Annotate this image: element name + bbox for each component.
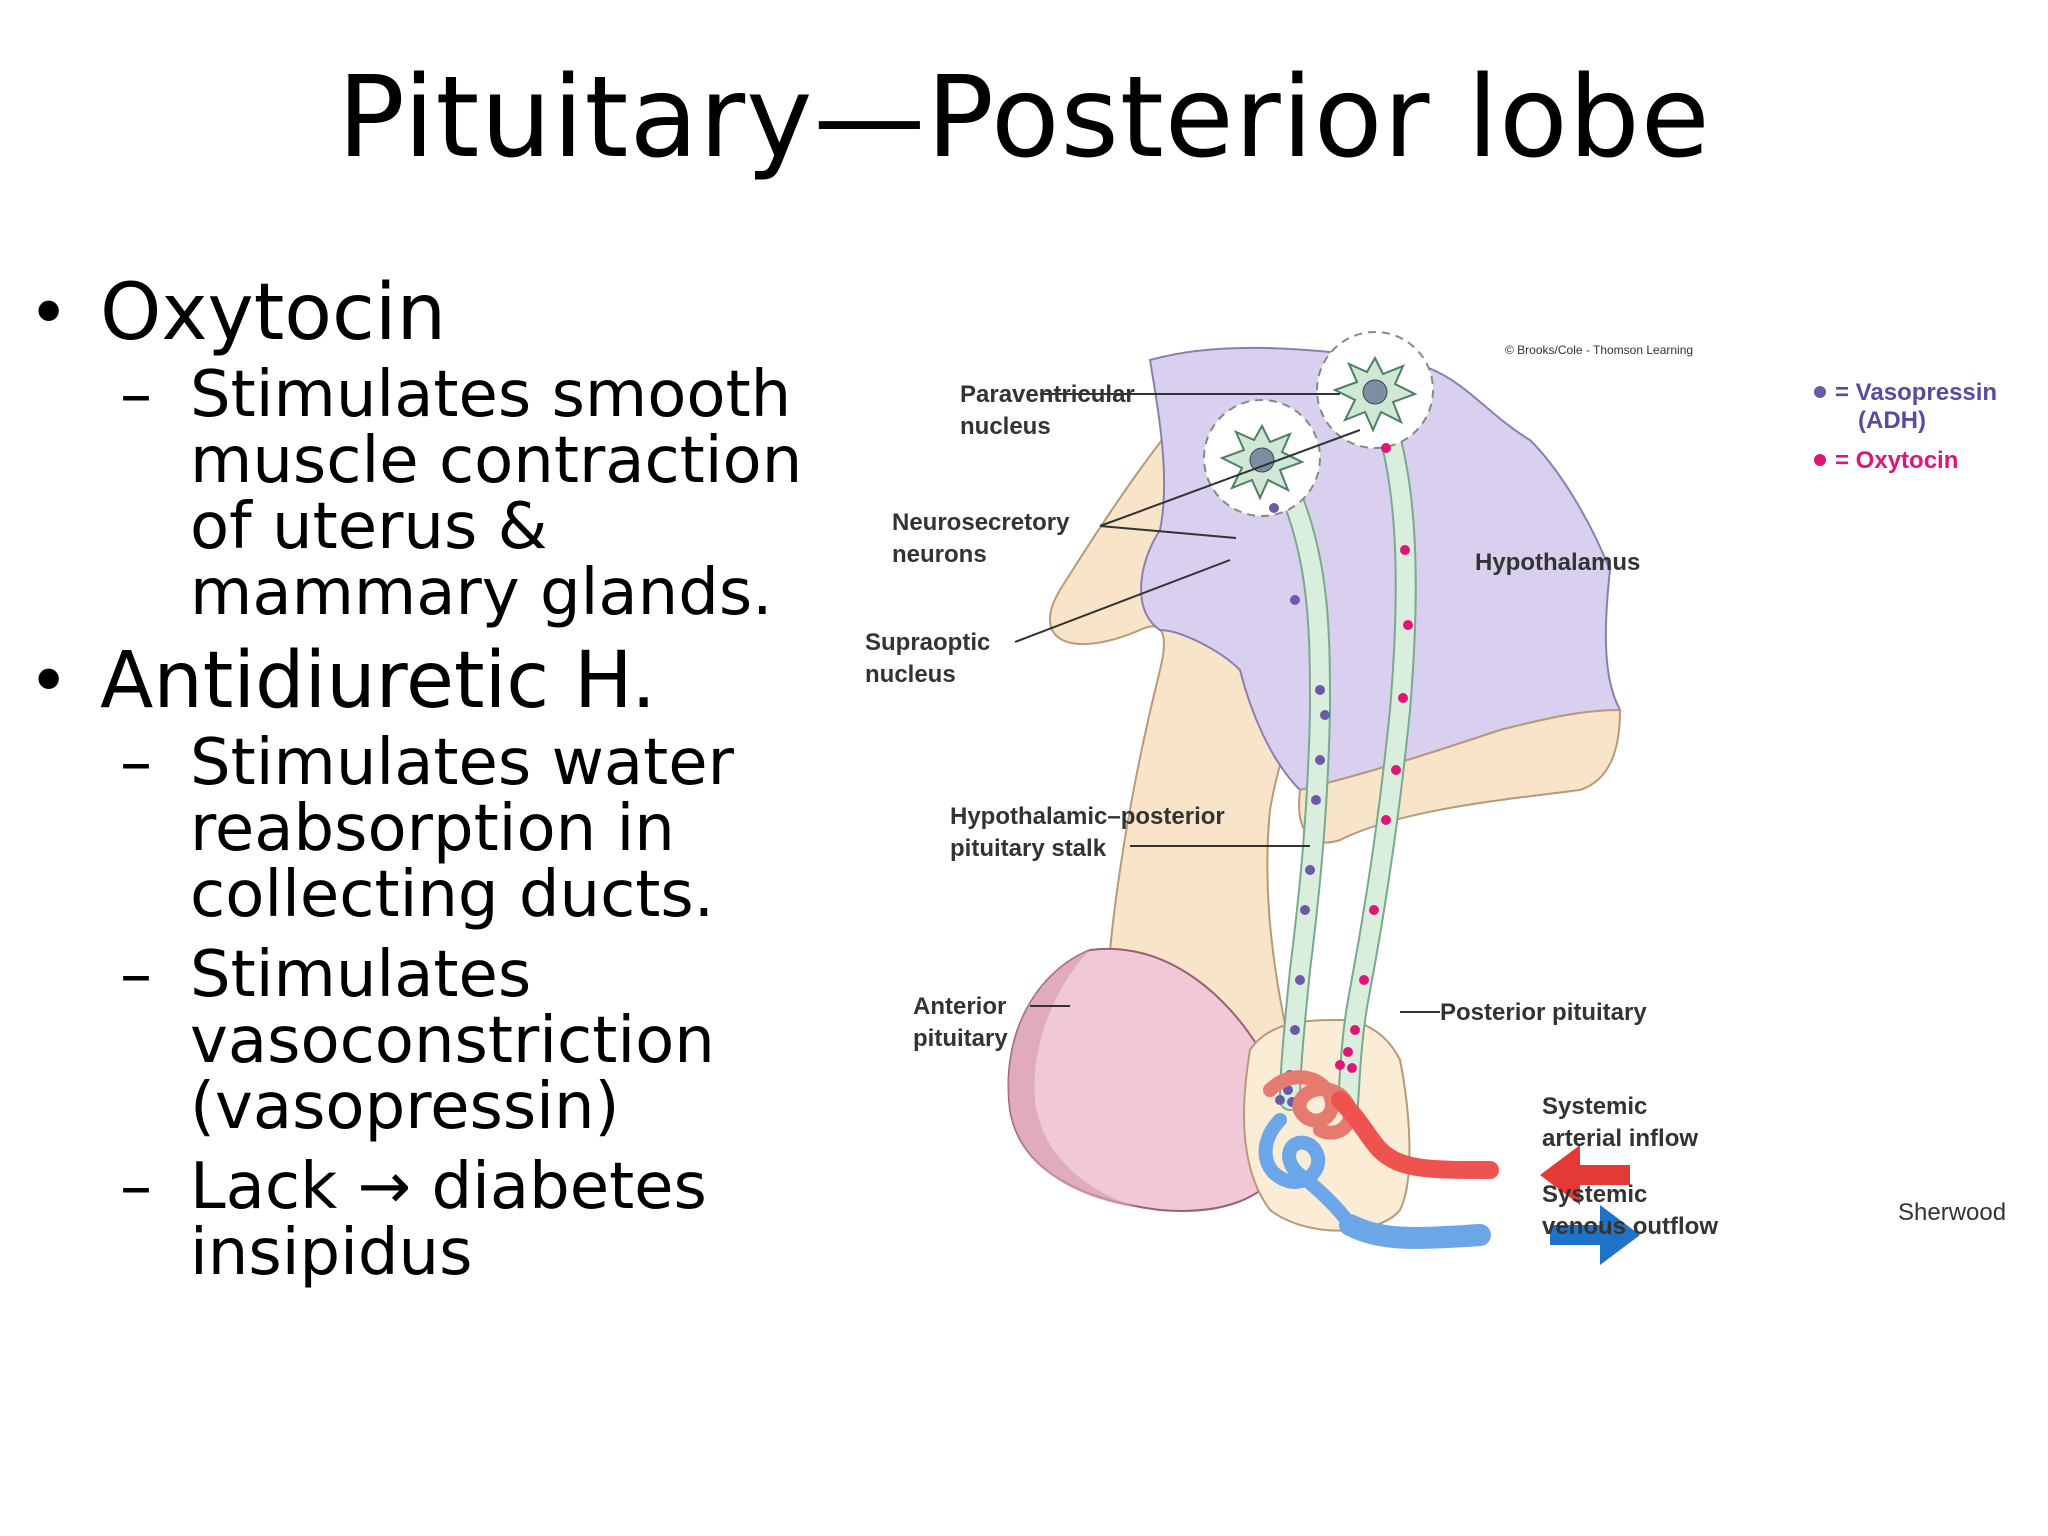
label-neurosecretory-2: neurons [892, 541, 987, 568]
anterior-shadow [1008, 950, 1140, 1208]
label-anterior-1: Anterior [913, 993, 1006, 1020]
slide-title: Pituitary—Posterior lobe [337, 53, 1711, 183]
vasopressin-granules [1269, 503, 1330, 1107]
label-stalk-1: Hypothalamic–posterior [950, 803, 1225, 830]
arterial-inflow-arrow [1540, 1145, 1630, 1205]
bullet-dot: • [28, 272, 70, 354]
sub-bullet-text: Stimulates vasoconstriction (vasopressin… [190, 938, 715, 1144]
label-venous-1: Systemic [1542, 1181, 1647, 1208]
bullet-adh: • Antidiuretic H. [20, 640, 820, 722]
credit-text: Sherwood [1898, 1199, 2006, 1226]
bullet-list: • Oxytocin – Stimulates smooth muscle co… [20, 272, 820, 1300]
label-supraoptic-1: Supraoptic [865, 629, 990, 656]
label-venous-2: venous outflow [1542, 1213, 1718, 1240]
bullet-oxytocin: • Oxytocin [20, 272, 820, 354]
sub-dash: – [120, 1150, 152, 1224]
sub-bullet: – Stimulates vasoconstriction (vasopress… [20, 942, 810, 1140]
sub-bullet-text: Lack → diabetes insipidus [190, 1150, 707, 1290]
label-stalk-2: pituitary stalk [950, 835, 1107, 862]
label-paraventricular-2: nucleus [960, 413, 1051, 440]
systemic-vein [1339, 1214, 1491, 1249]
oxytocin-granules [1335, 443, 1413, 1073]
sub-dash: – [120, 938, 152, 1012]
sub-bullet-text: Stimulates smooth muscle contraction of … [190, 358, 803, 630]
legend-oxytocin-label: = Oxytocin [1835, 447, 1958, 474]
systemic-artery [1331, 1091, 1499, 1179]
leader-lines [1014, 393, 1440, 1013]
venous-outflow-arrow [1550, 1205, 1640, 1265]
label-supraoptic-2: nucleus [865, 661, 956, 688]
sub-bullet: – Stimulates smooth muscle contraction o… [20, 362, 810, 626]
sub-bullet: – Lack → diabetes insipidus [20, 1154, 810, 1286]
neuron-nucleus [1249, 447, 1275, 473]
pituitary-diagram: © Brooks/Cole - Thomson Learning [865, 331, 2006, 1265]
legend-vasopressin-label: = Vasopressin [1835, 379, 1997, 406]
legend-vasopressin-abbr: (ADH) [1858, 407, 1926, 434]
label-arterial-2: arterial inflow [1542, 1125, 1698, 1152]
label-neurosecretory-1: Neurosecretory [892, 509, 1070, 536]
label-anterior-2: pituitary [913, 1025, 1008, 1052]
bullet-label: Oxytocin [100, 268, 447, 358]
legend-vasopressin-dot [1814, 386, 1826, 398]
label-hypothalamus: Hypothalamus [1475, 549, 1640, 576]
label-posterior: Posterior pituitary [1440, 999, 1647, 1026]
bullet-label: Antidiuretic H. [100, 636, 657, 726]
neuron-nucleus [1362, 379, 1388, 405]
sub-bullet-text: Stimulates water reabsorption in collect… [190, 726, 734, 932]
sub-dash: – [120, 358, 152, 432]
label-paraventricular-1: Paraventricular [960, 381, 1135, 408]
legend: = Vasopressin (ADH) = Oxytocin [1814, 379, 1997, 474]
legend-oxytocin-dot [1814, 454, 1826, 466]
sub-bullet: – Stimulates water reabsorption in colle… [20, 730, 810, 928]
bullet-dot: • [28, 640, 70, 722]
label-arterial-1: Systemic [1542, 1093, 1647, 1120]
copyright-text: © Brooks/Cole - Thomson Learning [1505, 343, 1693, 357]
sub-dash: – [120, 726, 152, 800]
capillary-plexus-vein [1258, 1113, 1357, 1232]
